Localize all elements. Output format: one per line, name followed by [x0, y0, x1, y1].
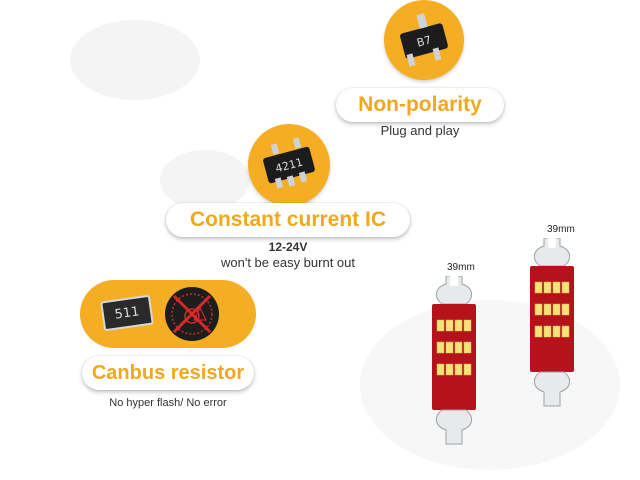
- background-blob: [160, 150, 250, 210]
- non-polarity-subtitle: Plug and play: [380, 123, 460, 138]
- chip-pin: [292, 137, 302, 149]
- festoon-bulb-right: [510, 237, 594, 408]
- bulb-length-label: 39mm: [447, 262, 475, 273]
- canbus-title: Canbus resistor: [82, 356, 254, 390]
- resistor-label: 511: [113, 303, 141, 323]
- dashboard-no-error-icon: [164, 286, 220, 342]
- non-polarity-badge: B7: [384, 0, 464, 80]
- festoon-bulb-left: [412, 275, 496, 446]
- background-blob: [360, 300, 620, 470]
- canbus-subtitle: No hyper flash/ No error: [109, 397, 227, 409]
- chip-pin: [416, 13, 428, 29]
- constant-current-subtitle: won't be easy burnt out: [220, 255, 355, 270]
- background-blob: [70, 20, 200, 100]
- canbus-capsule: 511: [80, 280, 256, 348]
- voltage-label: 12-24V: [268, 240, 308, 254]
- constant-current-title: Constant current IC: [166, 203, 410, 237]
- resistor-chip-icon: 511: [100, 294, 154, 332]
- bulb-length-label: 39mm: [547, 224, 575, 235]
- chip-pin: [270, 143, 280, 155]
- non-polarity-title: Non-polarity: [336, 88, 504, 122]
- constant-current-badge: 4211: [248, 124, 330, 206]
- chip-label: B7: [415, 32, 433, 50]
